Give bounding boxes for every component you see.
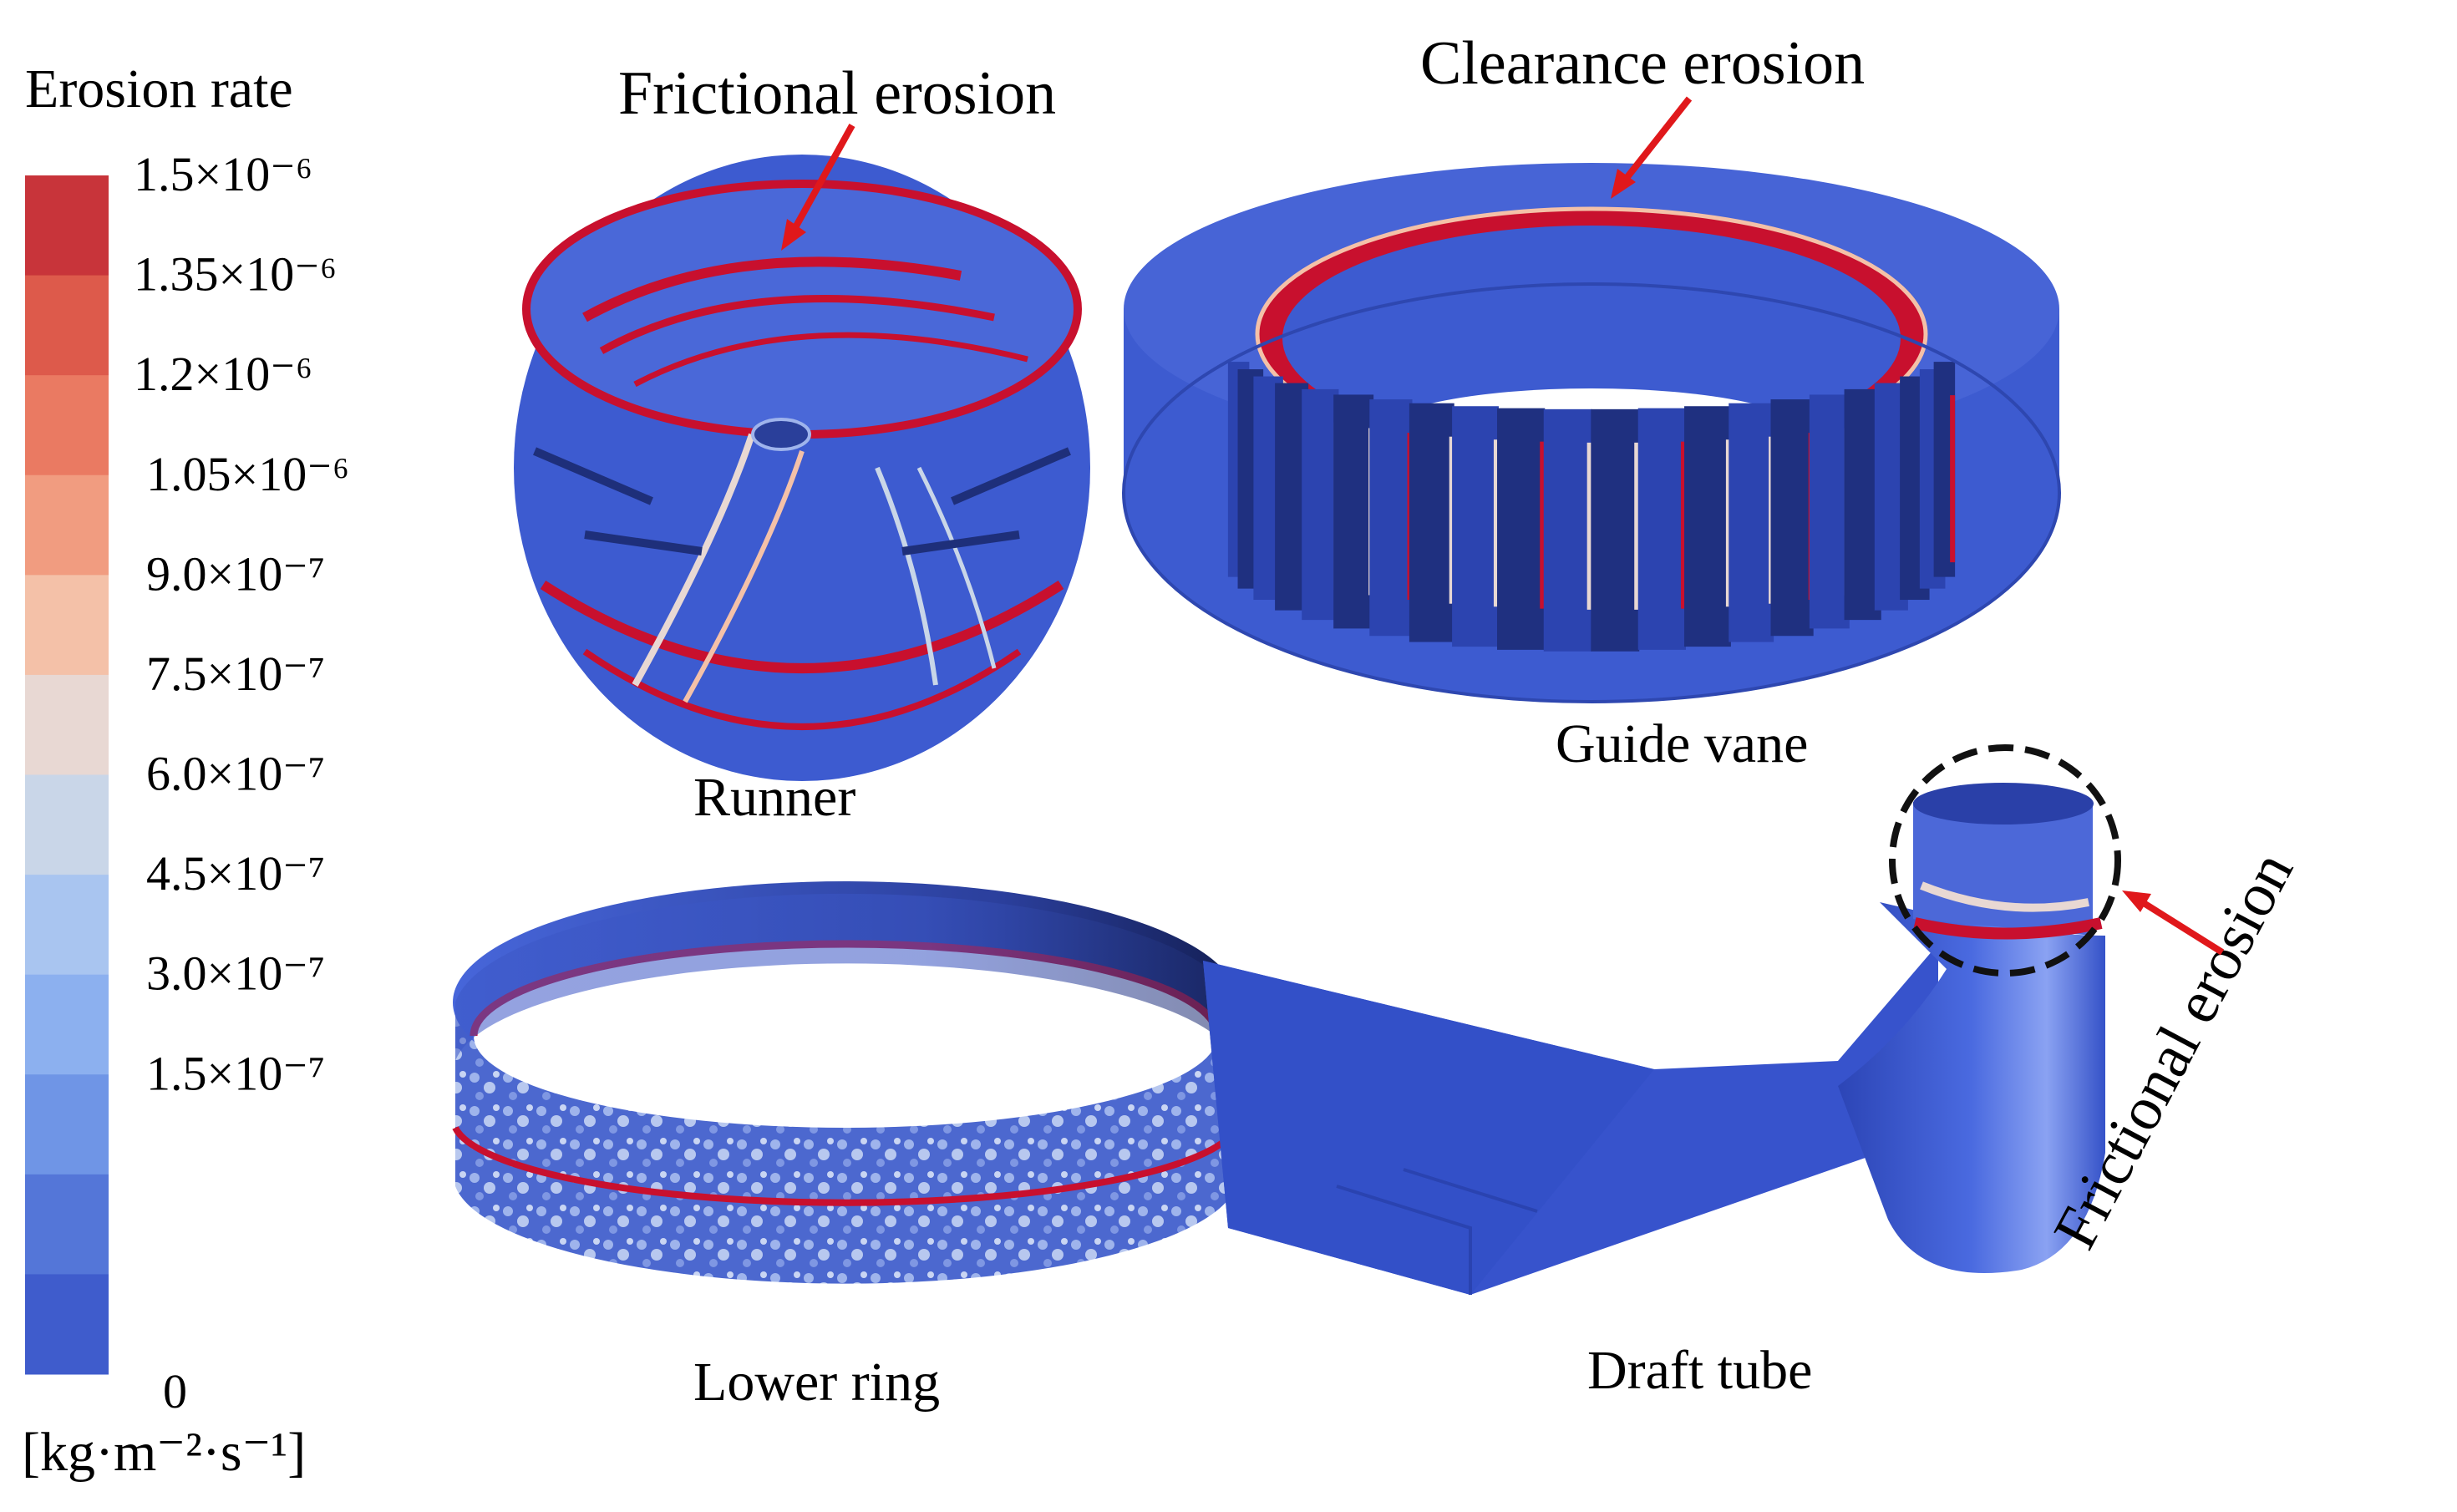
legend-swatch <box>25 1074 109 1175</box>
guide-vane-erosion-edge <box>1725 439 1731 607</box>
legend-tick-label: 1.2×10⁻⁶ <box>134 347 312 401</box>
legend-colorbar <box>25 175 109 1375</box>
legend-swatch <box>25 175 109 277</box>
guide-vane-blade <box>1409 403 1454 642</box>
guide-vane-diagram: Guide vane <box>1122 163 2061 774</box>
legend-swatch <box>25 674 109 775</box>
legend-ticks: 1.5×10⁻⁶ 1.35×10⁻⁶ 1.2×10⁻⁶ 1.05×10⁻⁶ 9.0×10… <box>134 147 349 1418</box>
guide-vane-erosion-edge <box>1540 441 1546 609</box>
guide-vane-blade <box>1497 408 1546 650</box>
runner-diagram: Runner <box>514 155 1090 828</box>
legend-tick-label: 0 <box>163 1364 187 1418</box>
legend-tick-label: 9.0×10⁻⁷ <box>146 546 325 601</box>
legend-swatch <box>25 474 109 576</box>
legend-tick-label: 3.0×10⁻⁷ <box>146 946 325 1001</box>
draft-tube-diagram: Draft tube <box>1203 744 2121 1401</box>
legend-swatch <box>25 1274 109 1375</box>
guide-vane-erosion-edge <box>1634 442 1640 610</box>
guide-vane-blade <box>1369 399 1413 637</box>
legend-swatch <box>25 875 109 976</box>
guide-vane-erosion-edge <box>1950 395 1956 563</box>
legend-unit: [kg·m⁻²·s⁻¹] <box>22 1422 306 1483</box>
runner-label: Runner <box>693 767 855 828</box>
legend-tick-label: 1.5×10⁻⁷ <box>146 1046 325 1100</box>
legend-tick-label: 6.0×10⁻⁷ <box>146 747 325 801</box>
guide-vane-blades <box>1227 362 1956 652</box>
guide-vane-blade <box>1543 408 1592 652</box>
lower-ring-diagram: Lower ring <box>452 881 1240 1413</box>
guide-vane-blade <box>1637 408 1686 650</box>
guide-vane-blade <box>1591 408 1640 652</box>
runner-annotation: Frictional erosion <box>618 59 1056 128</box>
guide-vane-blade <box>1684 406 1731 647</box>
guide-vane-erosion-edge <box>1586 442 1592 610</box>
guide-vane-annotation: Clearance erosion <box>1420 29 1865 98</box>
legend-swatch <box>25 974 109 1075</box>
legend-tick-label: 7.5×10⁻⁷ <box>146 647 325 701</box>
color-legend: Erosion rate 1.5×10⁻⁶1.35×10⁻⁶1.2×10⁻⁶1.… <box>22 58 349 1483</box>
guide-vane-blade <box>1452 406 1499 647</box>
guide-vane-blade <box>1333 394 1374 629</box>
guide-vane-erosion-edge <box>1493 439 1499 607</box>
legend-swatch <box>25 1174 109 1275</box>
legend-tick-label: 4.5×10⁻⁷ <box>146 846 325 901</box>
guide-vane-blade <box>1729 403 1774 642</box>
legend-swatch <box>25 275 109 376</box>
draft-tube-label: Draft tube <box>1587 1340 1812 1401</box>
guide-vane-blade <box>1302 388 1339 621</box>
guide-vane-blade <box>1770 399 1814 637</box>
guide-vane-blade <box>1809 394 1850 629</box>
legend-tick-label: 1.35×10⁻⁶ <box>134 247 337 302</box>
legend-swatch <box>25 774 109 875</box>
lower-ring-label: Lower ring <box>693 1352 940 1413</box>
legend-title: Erosion rate <box>25 58 293 119</box>
legend-tick-label: 1.05×10⁻⁶ <box>146 447 349 501</box>
legend-swatch <box>25 375 109 476</box>
guide-vane-erosion-edge <box>1449 436 1454 604</box>
legend-tick-label: 1.5×10⁻⁶ <box>134 147 312 201</box>
guide-vane-label: Guide vane <box>1556 713 1808 774</box>
guide-vane-erosion-edge <box>1680 441 1686 609</box>
legend-swatch <box>25 575 109 676</box>
